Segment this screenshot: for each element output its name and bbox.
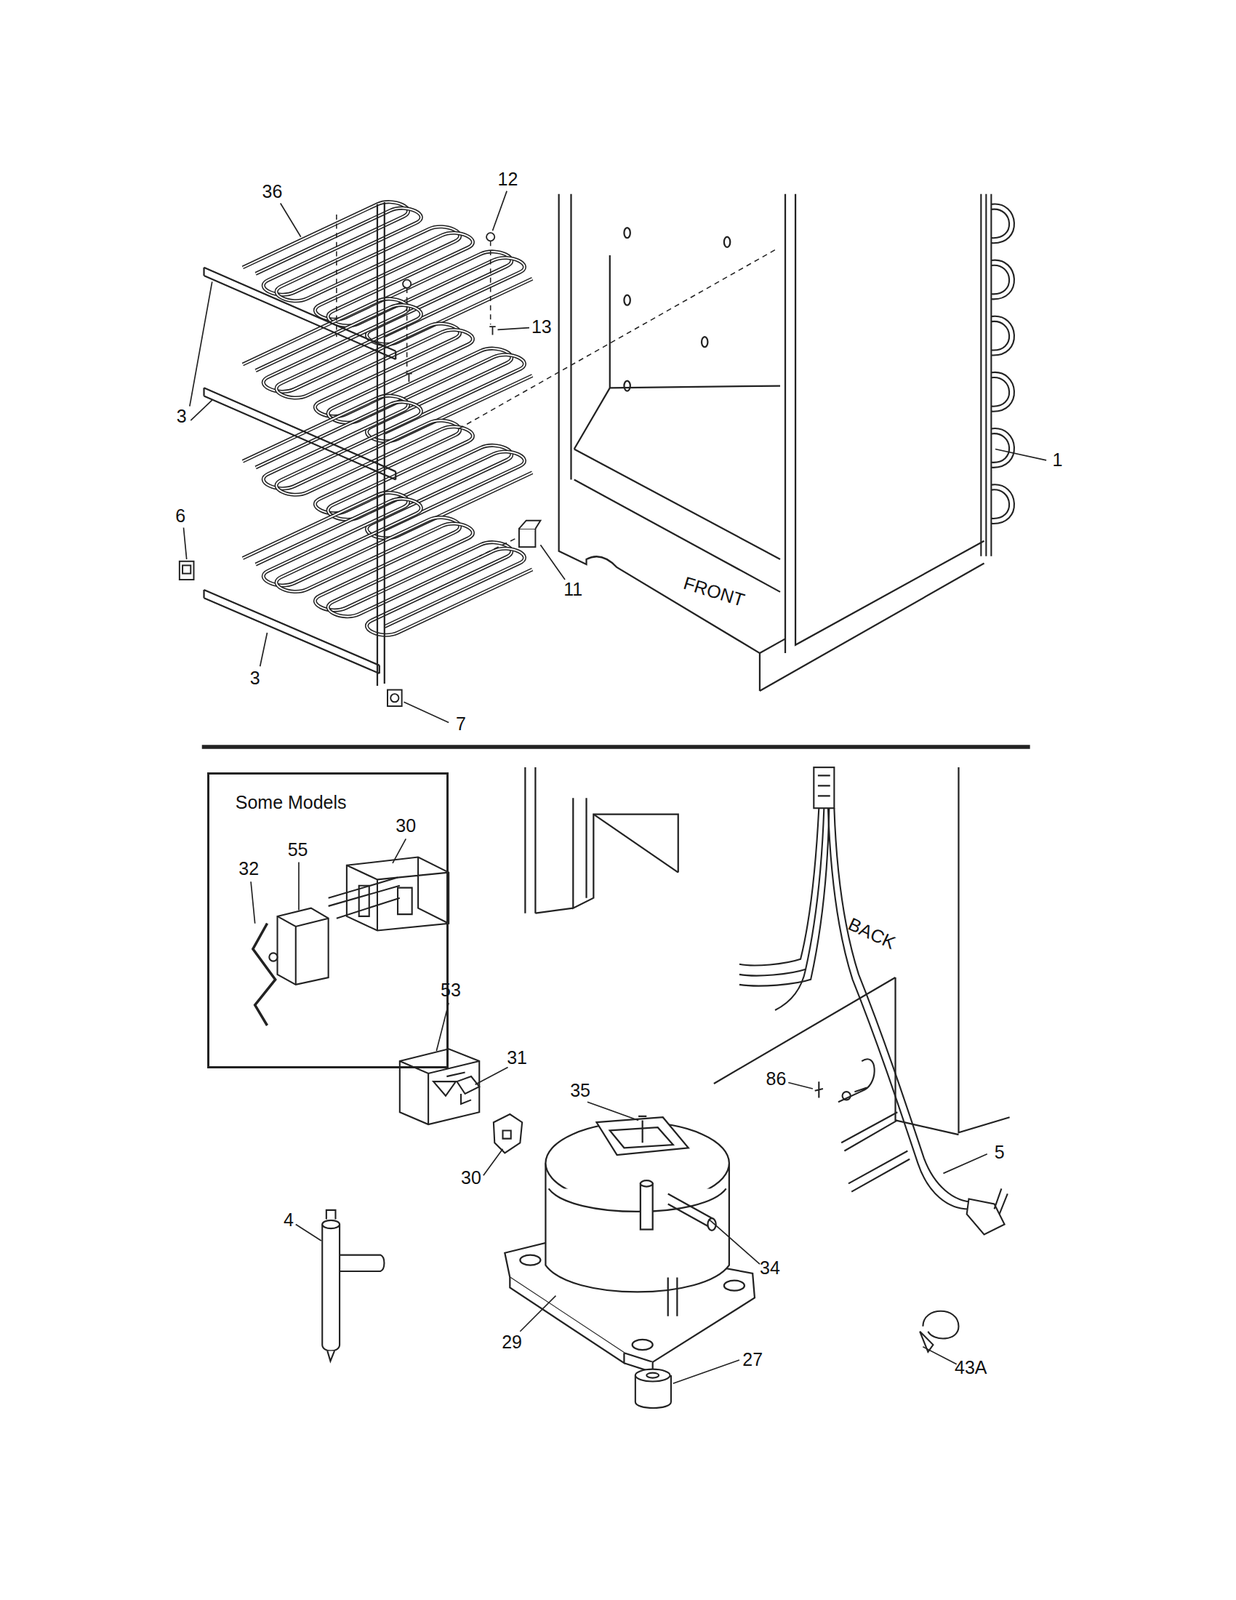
callout-number: 11: [563, 579, 583, 600]
inset-parts: [253, 857, 449, 1026]
callout-number: 4: [283, 1209, 294, 1231]
callout-number: 3: [176, 406, 187, 427]
filter-drier: [322, 1209, 384, 1362]
shelf-rails: [204, 267, 397, 674]
clamp: [919, 1310, 959, 1352]
view-label: FRONT: [681, 572, 747, 611]
callout-number: 86: [766, 1068, 787, 1090]
callout-number: 5: [994, 1142, 1005, 1163]
condenser: [980, 194, 1015, 557]
condenser-loop: [990, 484, 1015, 524]
coil-tube: [255, 304, 525, 433]
divider: [202, 744, 1031, 749]
leader-lines: [183, 191, 1047, 1384]
callout-number: 35: [570, 1080, 591, 1101]
coil-riser: [377, 202, 385, 686]
callout-number: 7: [455, 713, 467, 735]
back-cabinet: [524, 767, 1010, 1135]
callout-number: 53: [440, 980, 461, 1001]
wire-harness: [739, 767, 1008, 1234]
inset-heading: Some Models: [235, 791, 347, 813]
clips: [179, 520, 541, 706]
callout-number: 27: [742, 1349, 763, 1370]
callout-number: 29: [501, 1331, 523, 1353]
condenser-loop: [990, 203, 1015, 243]
dashed-guides: [336, 214, 778, 557]
callout-number: 43A: [954, 1357, 987, 1378]
condenser-loop: [990, 260, 1015, 300]
coil-tube: [255, 304, 525, 433]
callout-number: 36: [262, 181, 283, 203]
condenser-loop: [990, 316, 1015, 356]
callout-number: 3: [250, 668, 261, 689]
callout-number: 55: [287, 839, 309, 861]
cabinet: [559, 194, 985, 691]
callout-number: 30: [460, 1167, 482, 1189]
view-label: BACK: [845, 913, 899, 954]
callout-number: 13: [531, 316, 552, 338]
coil-tube: [242, 492, 533, 635]
callout-number: 12: [498, 169, 519, 190]
callout-number: 6: [175, 506, 186, 527]
coil-tube: [255, 402, 525, 531]
compressor: [504, 1116, 755, 1372]
coil-tube: [242, 492, 533, 635]
callout-number: 31: [506, 1047, 528, 1069]
grommet: [635, 1369, 672, 1408]
screws: [402, 232, 496, 382]
relay-cover: [399, 1048, 523, 1153]
coil-tube: [255, 402, 525, 531]
callout-number: 34: [759, 1257, 781, 1279]
evaporator-coils: [242, 202, 533, 636]
callout-number: 1: [1052, 450, 1063, 471]
condenser-loop: [990, 372, 1015, 412]
callout-number: 32: [238, 858, 259, 880]
condenser-loop: [990, 428, 1015, 468]
callout-number: 30: [395, 815, 416, 837]
coil-tube: [255, 498, 525, 627]
coil-tube: [255, 498, 525, 627]
